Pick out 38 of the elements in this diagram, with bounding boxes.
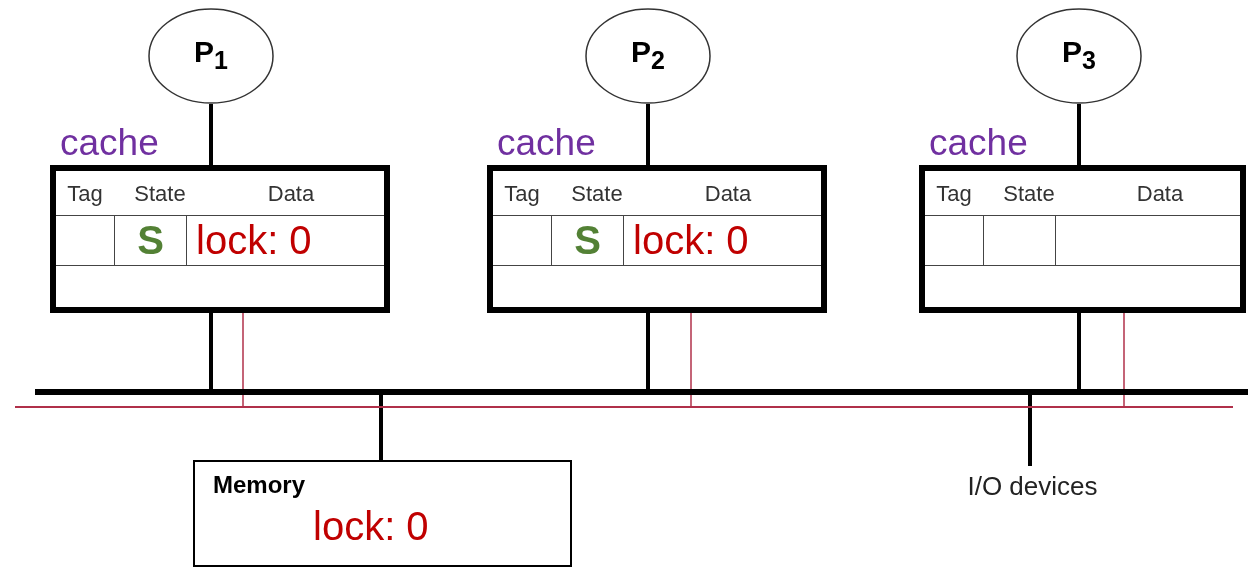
connector-line	[209, 104, 213, 165]
connector-line	[379, 395, 383, 460]
connector-line	[209, 313, 213, 389]
memory-value: lock: 0	[313, 503, 429, 550]
memory-title: Memory	[213, 470, 306, 500]
cache-heading: cache	[497, 122, 596, 164]
column-header: Tag	[66, 181, 104, 207]
column-header: State	[570, 181, 624, 207]
state-value: S	[573, 217, 602, 264]
cache-heading: cache	[929, 122, 1028, 164]
column-header: State	[133, 181, 187, 207]
column-header: Tag	[935, 181, 973, 207]
connector-line	[1077, 313, 1081, 389]
device-label: I/O devices	[945, 466, 1120, 506]
state-value: S	[136, 217, 165, 264]
snoop-line	[15, 406, 1233, 408]
cache-heading: cache	[60, 122, 159, 164]
column-header: Tag	[503, 181, 541, 207]
processor-label: P$_{3}$	[1061, 34, 1097, 76]
processor-label: P$_{2}$	[630, 34, 666, 76]
column-header: Data	[703, 181, 753, 207]
column-header: Data	[1135, 181, 1185, 207]
processor-label: P$_{1}$	[193, 34, 229, 76]
connector-line	[646, 313, 650, 389]
processor-circle	[1016, 8, 1142, 104]
connector-line	[242, 312, 244, 407]
processor-circle	[585, 8, 711, 104]
column-header: Data	[266, 181, 316, 207]
column-header: State	[1002, 181, 1056, 207]
memory-box	[193, 460, 572, 567]
data-value: lock: 0	[633, 217, 749, 264]
connector-line	[690, 312, 692, 407]
connector-line	[1123, 312, 1125, 407]
connector-line	[1028, 395, 1032, 466]
connector-line	[646, 104, 650, 165]
connector-line	[1077, 104, 1081, 165]
data-value: lock: 0	[196, 217, 312, 264]
processor-circle	[148, 8, 274, 104]
